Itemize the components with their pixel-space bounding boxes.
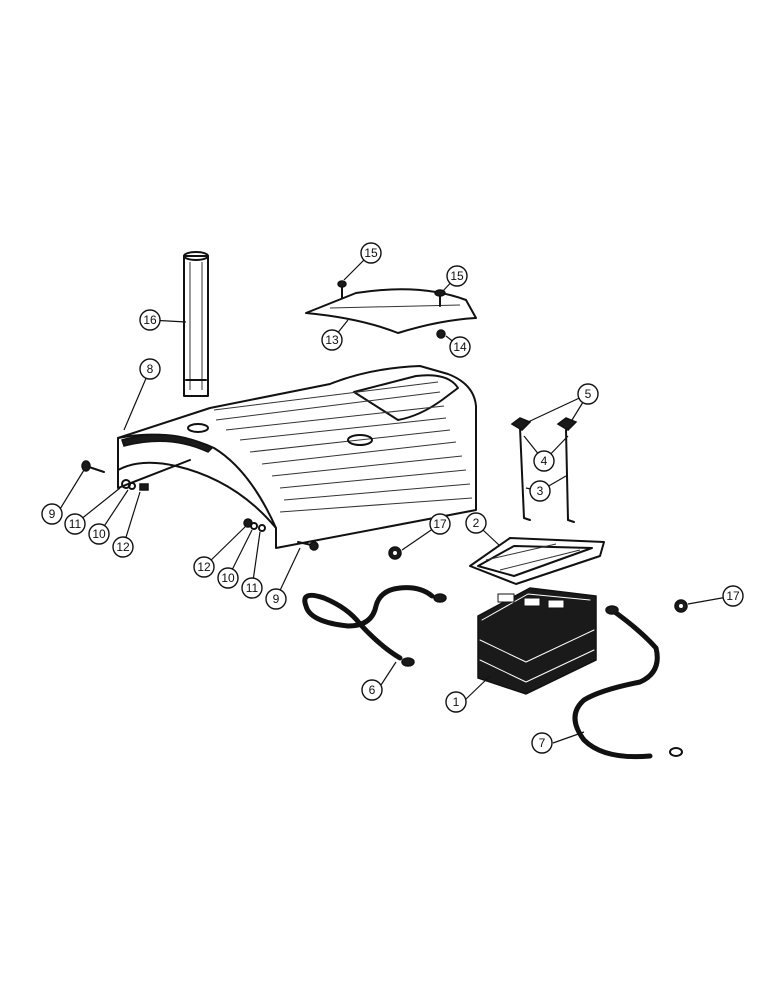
callout: 5 (577, 383, 599, 405)
callout: 13 (321, 329, 343, 351)
bolt-part (81, 460, 105, 473)
washer-part (121, 479, 149, 491)
callout-label: 10 (92, 527, 106, 541)
callout-label: 17 (433, 517, 447, 531)
callout-label: 16 (143, 313, 157, 327)
callout: 9 (41, 503, 63, 525)
hood-part (117, 365, 477, 549)
callout: 15 (360, 242, 382, 264)
callout: 12 (112, 536, 134, 558)
grommet-part (388, 546, 402, 560)
callout-label: 11 (69, 517, 82, 531)
callout: 6 (361, 679, 383, 701)
callout: 10 (217, 567, 239, 589)
pipe-part (183, 251, 209, 397)
callout-label: 11 (246, 581, 259, 595)
battery-part (477, 587, 597, 695)
callout-label: 10 (221, 571, 235, 585)
wing-nut-part (510, 417, 578, 431)
bolt-part (297, 541, 319, 551)
callout-label: 1 (453, 695, 460, 709)
callout: 11 (64, 513, 86, 535)
callout: 8 (139, 358, 161, 380)
callout: 17 (722, 585, 744, 607)
screw-part (434, 289, 446, 307)
nut-part (436, 329, 446, 339)
callout-label: 17 (726, 589, 740, 603)
callout-label: 5 (585, 387, 592, 401)
callout: 4 (533, 450, 555, 472)
callout-label: 12 (116, 540, 130, 554)
callout-label: 12 (197, 560, 211, 574)
callout-label: 9 (273, 592, 280, 606)
callout: 7 (531, 732, 553, 754)
callout: 12 (193, 556, 215, 578)
callout: 10 (88, 523, 110, 545)
callout-label: 2 (473, 516, 480, 530)
battery-cable-part (572, 605, 683, 760)
callout-label: 3 (537, 484, 544, 498)
callout-label: 7 (539, 736, 546, 750)
callout-label: 8 (147, 362, 154, 376)
callout: 14 (449, 336, 471, 358)
callout-label: 13 (325, 333, 339, 347)
callout-label: 15 (364, 246, 378, 260)
callout: 3 (529, 480, 551, 502)
callout: 2 (465, 512, 487, 534)
callout: 16 (139, 309, 161, 331)
callout: 11 (241, 577, 263, 599)
cover-plate-part (305, 288, 477, 334)
battery-cable-part (302, 585, 447, 667)
screw-part (337, 280, 347, 299)
hold-down-rod-part (519, 427, 575, 523)
callout-label: 4 (541, 454, 548, 468)
battery-frame-part (469, 537, 605, 585)
callout: 1 (445, 691, 467, 713)
callout-label: 6 (369, 683, 376, 697)
callout: 15 (446, 265, 468, 287)
callout-label: 15 (450, 269, 464, 283)
callout-label: 14 (453, 340, 467, 354)
callout: 17 (429, 513, 451, 535)
callout-label: 9 (49, 507, 56, 521)
grommet-part (674, 599, 688, 613)
callout: 9 (265, 588, 287, 610)
washer-part (243, 518, 266, 532)
